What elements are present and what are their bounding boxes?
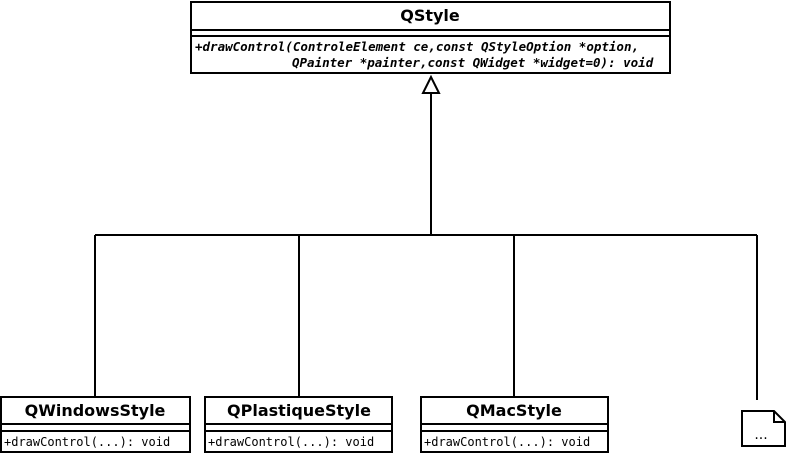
class-qwindowsstyle-name: QWindowsStyle [25,401,166,420]
note-fold [773,411,785,423]
class-qstyle-operation-line2: QPainter *painter,const QWidget *widget=… [292,55,654,70]
class-qstyle[interactable]: QStyle +drawControl(ControleElement ce,c… [190,1,671,74]
note-more-subclasses[interactable]: ... [741,410,786,447]
class-qplastiquestyle-operation: +drawControl(...): void [208,435,374,449]
note-text: ... [754,427,767,443]
class-qstyle-name: QStyle [400,6,460,25]
class-qstyle-box [190,1,671,74]
inheritance-connectors [94,74,758,400]
class-qmacstyle-name: QMacStyle [466,401,562,420]
class-qwindowsstyle[interactable]: QWindowsStyle +drawControl(...): void [0,396,191,453]
class-qstyle-operation-line1: +drawControl(ControleElement ce,const QS… [195,39,639,54]
class-qplastiquestyle-name: QPlastiqueStyle [227,401,371,420]
class-qwindowsstyle-operation: +drawControl(...): void [4,435,170,449]
class-qplastiquestyle[interactable]: QPlastiqueStyle +drawControl(...): void [204,396,393,453]
generalization-arrowhead [421,74,441,94]
class-qmacstyle-operation: +drawControl(...): void [424,435,590,449]
class-qmacstyle[interactable]: QMacStyle +drawControl(...): void [420,396,609,453]
